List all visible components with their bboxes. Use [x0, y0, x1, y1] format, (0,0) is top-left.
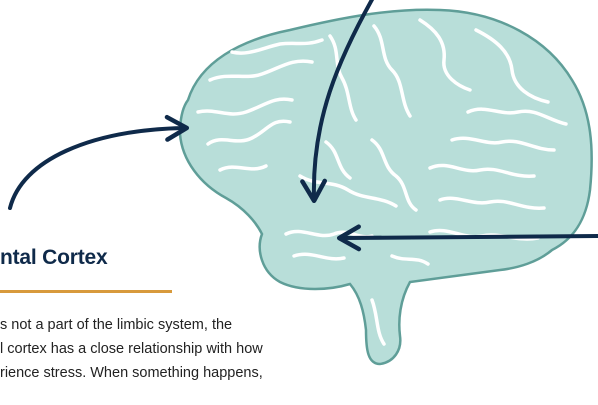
arrow-left [10, 128, 184, 208]
section-heading: ntal Cortex [0, 246, 108, 270]
body-line: s not a part of the limbic system, the [0, 313, 360, 337]
body-line: l cortex has a close relationship with h… [0, 337, 360, 361]
section-body: s not a part of the limbic system, the l… [0, 313, 360, 385]
body-line: rience stress. When something happens, [0, 361, 360, 385]
brain-illustration [180, 10, 592, 364]
arrow-right [342, 236, 598, 238]
heading-underline [0, 290, 172, 293]
